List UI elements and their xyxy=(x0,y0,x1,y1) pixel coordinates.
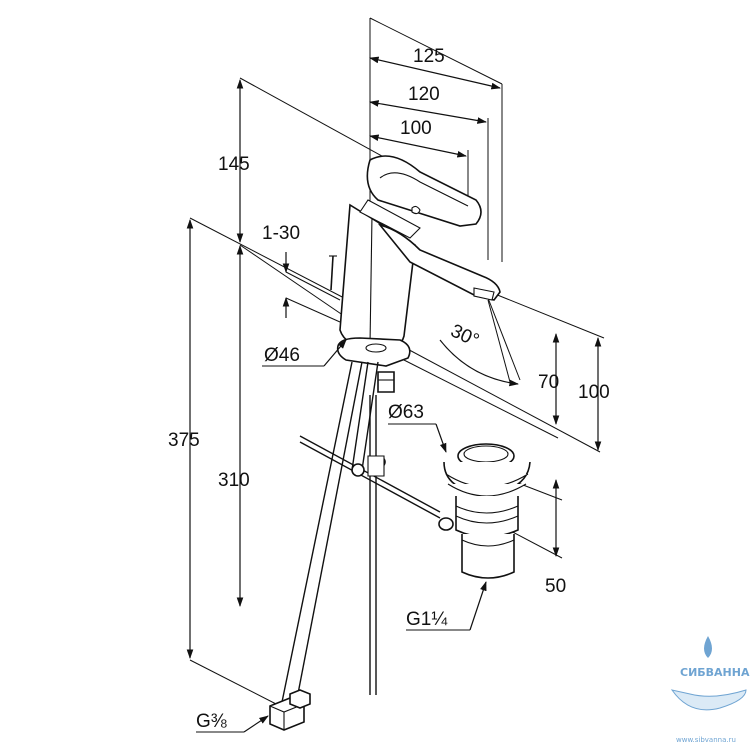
watermark-url: www.sibvanna.ru xyxy=(676,736,736,744)
dim-310-label: 310 xyxy=(218,470,250,491)
dim-1-30-label: 1-30 xyxy=(262,223,300,244)
supply-hoses xyxy=(281,361,379,705)
dim-70-label: 70 xyxy=(538,372,559,393)
watermark-brand: СИБВАННА xyxy=(680,666,750,679)
thread-g114-label: G1¼ xyxy=(406,609,448,630)
hose-connectors xyxy=(269,689,311,731)
angle-30-label: 30° xyxy=(447,320,482,351)
dim-100r-label: 100 xyxy=(578,382,610,403)
dim-120-label: 120 xyxy=(408,84,440,105)
waste-valve xyxy=(438,443,531,579)
dim-125-label: 125 xyxy=(413,46,445,67)
dim-375-label: 375 xyxy=(168,430,200,451)
watermark-logo: СИБВАННА www.sibvanna.ru xyxy=(670,636,750,744)
mounting-plate xyxy=(336,337,411,393)
spout-height-dimensions: 70 100 50 xyxy=(399,291,610,597)
width-dimensions: 125 120 100 xyxy=(369,17,503,290)
thread-g38-label: G⅜ xyxy=(196,711,227,732)
diameter-63-label: Ø63 xyxy=(388,402,424,423)
dim-145-label: 145 xyxy=(218,154,250,175)
dim-100-label: 100 xyxy=(400,118,432,139)
leader-labels: Ø46 Ø63 G1¼ G⅜ xyxy=(196,339,487,733)
popup-linkage xyxy=(299,435,441,519)
angle-indicator: 30° xyxy=(439,297,521,387)
diameter-46-label: Ø46 xyxy=(264,345,300,366)
faucet-body xyxy=(329,155,501,352)
dim-50-label: 50 xyxy=(545,576,566,597)
